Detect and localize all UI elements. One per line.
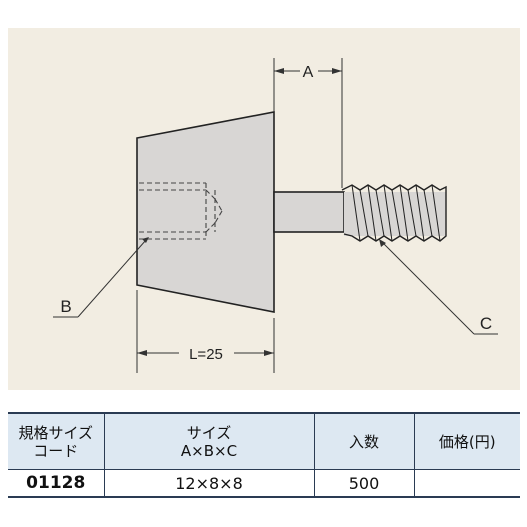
cell-quantity: 500 [313, 469, 415, 498]
header-size: サイズ A×B×C [103, 412, 315, 470]
cell-code: 01128 [8, 469, 105, 498]
threaded-stud [341, 184, 447, 242]
spec-table: 規格サイズ コード サイズ A×B×C 入数 価格(円) 01128 12×8×… [8, 412, 520, 498]
hidden-bore [139, 182, 223, 240]
leader-b [53, 237, 149, 318]
cell-price [413, 469, 520, 498]
dim-c-label: C [480, 314, 492, 333]
header-size-line1: サイズ [186, 423, 232, 442]
dimension-a [273, 58, 343, 188]
header-size-line2: A×B×C [180, 441, 238, 460]
table-row: 01128 12×8×8 500 [8, 469, 520, 498]
technical-drawing: A L=25 B C [53, 58, 498, 373]
header-code-line2: コード [33, 441, 79, 460]
cell-size: 12×8×8 [103, 469, 315, 498]
dim-a-label: A [303, 64, 314, 81]
dimension-length [136, 290, 275, 373]
shank [273, 191, 345, 233]
header-price: 価格(円) [413, 412, 520, 470]
dim-b-label: B [60, 297, 71, 316]
table-header-row: 規格サイズ コード サイズ A×B×C 入数 価格(円) [8, 412, 520, 470]
header-quantity: 入数 [313, 412, 415, 470]
leader-c [379, 239, 498, 335]
header-code-line1: 規格サイズ [18, 423, 94, 442]
header-code: 規格サイズ コード [8, 412, 105, 470]
drawing-panel: A L=25 B C [8, 28, 520, 390]
dim-length-label: L=25 [189, 346, 223, 363]
